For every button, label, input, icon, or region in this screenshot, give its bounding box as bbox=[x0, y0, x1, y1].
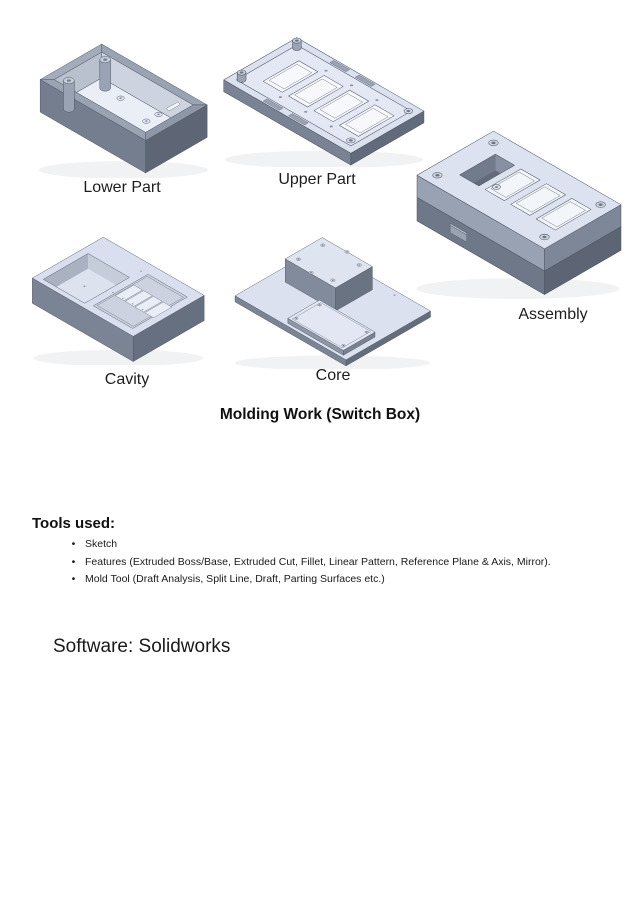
shadow bbox=[224, 150, 424, 167]
tools-list: • Sketch • Features (Extruded Boss/Base,… bbox=[32, 536, 551, 589]
figure-label-core: Core bbox=[315, 367, 351, 384]
screw-holes bbox=[278, 69, 379, 128]
block-screw-holes bbox=[296, 243, 362, 282]
lower-part-drawing bbox=[38, 43, 208, 178]
figure-label-upper-part: Upper Part bbox=[278, 171, 356, 188]
tools-section: Tools used: • Sketch • Features (Extrude… bbox=[32, 515, 551, 589]
corner-post bbox=[99, 56, 111, 92]
upper-part-drawing bbox=[223, 37, 425, 167]
shadow bbox=[33, 349, 204, 365]
tools-item-text: Sketch bbox=[85, 538, 118, 550]
figure-upper-part bbox=[222, 36, 426, 167]
shadow bbox=[234, 355, 430, 369]
figure-label-cavity: Cavity bbox=[104, 371, 150, 388]
parting-recess bbox=[93, 270, 188, 329]
corner-boss bbox=[292, 37, 302, 51]
corner-boss bbox=[236, 69, 247, 83]
figure-label-lower-part: Lower Part bbox=[83, 179, 161, 196]
figure-cavity bbox=[30, 234, 208, 365]
corner-post bbox=[63, 77, 75, 113]
assembly-drawing bbox=[416, 130, 622, 299]
tools-list-item: • Features (Extruded Boss/Base, Extruded… bbox=[32, 554, 551, 572]
figure-lower-part bbox=[36, 40, 212, 178]
tools-item-text: Mold Tool (Draft Analysis, Split Line, D… bbox=[85, 573, 385, 585]
bullet-glyph: • bbox=[71, 555, 76, 568]
floor-screw-bosses bbox=[116, 95, 163, 124]
tools-list-item: • Mold Tool (Draft Analysis, Split Line,… bbox=[32, 571, 551, 589]
assembly-body bbox=[416, 130, 622, 295]
core-thin-plate bbox=[287, 299, 376, 356]
figure-core bbox=[233, 236, 433, 369]
tools-item-text: Features (Extruded Boss/Base, Extruded C… bbox=[85, 555, 551, 568]
cable-slot bbox=[166, 101, 181, 112]
plate-body bbox=[223, 37, 425, 166]
bullet-glyph: • bbox=[71, 573, 76, 585]
core-block bbox=[285, 237, 373, 312]
switch-form-bosses bbox=[112, 284, 173, 318]
corner-screws bbox=[432, 139, 606, 241]
corner-boss bbox=[346, 108, 414, 144]
tools-list-item: • Sketch bbox=[32, 536, 551, 554]
shallow-switch-holes bbox=[484, 168, 592, 231]
figure-label-assembly: Assembly bbox=[518, 306, 588, 323]
shadow bbox=[38, 161, 208, 178]
shadow bbox=[416, 278, 620, 299]
tools-heading: Tools used: bbox=[32, 515, 116, 532]
software-line: Software: Solidworks bbox=[53, 636, 231, 657]
page-title: Molding Work (Switch Box) bbox=[219, 406, 421, 423]
core-drawing bbox=[234, 237, 431, 369]
plate-corner-screws bbox=[294, 303, 369, 347]
mold-pocket bbox=[43, 253, 130, 304]
edge-tabs bbox=[262, 60, 376, 126]
figure-assembly bbox=[414, 128, 626, 299]
knockout-tab bbox=[449, 223, 467, 243]
bullet-glyph: • bbox=[71, 538, 76, 550]
cavity-drawing bbox=[32, 236, 205, 365]
